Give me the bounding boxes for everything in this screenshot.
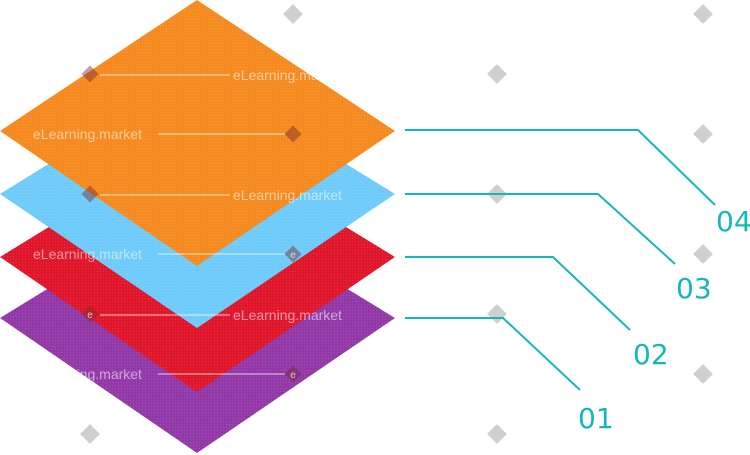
watermark-strips: eLearning.market eLearning.market eLearn… [33, 65, 342, 383]
watermark-strip: eLearning.market [81, 65, 342, 83]
watermark-badge-letter: e [290, 370, 296, 381]
layer-label-01: 01 [578, 402, 614, 435]
watermark-strip: eLearning.market [81, 185, 342, 203]
watermark-badge-icon [284, 365, 302, 383]
watermark-diamond-icon [487, 424, 507, 444]
watermark-text: eLearning.market [233, 187, 342, 203]
layer-label-03: 03 [676, 272, 712, 305]
layer-04 [0, 0, 395, 266]
watermark-badge-letter: e [87, 310, 93, 321]
watermark-diamond-icon [283, 4, 303, 24]
watermark-text: eLearning.market [33, 126, 142, 142]
watermark-diamond-icon [693, 124, 713, 144]
connector-line-01 [405, 317, 581, 391]
watermark-text: eLearning.market [33, 246, 142, 262]
watermark-badge-letter: e [290, 250, 296, 261]
watermark-text: eLearning.market [33, 366, 142, 382]
watermark-badge-icon [284, 245, 302, 263]
watermark-badge-icon [81, 185, 99, 203]
watermark-strip: eLearning.market e [33, 365, 302, 383]
watermark-diamond-icon [487, 64, 507, 84]
watermark-strip: e eLearning.market [81, 305, 342, 323]
watermark-badge-icon [81, 305, 99, 323]
watermark-badge-icon [81, 65, 99, 83]
watermark-diamond-icon [487, 304, 507, 324]
watermark-diamond-icon [693, 364, 713, 384]
watermark-strip: eLearning.market e [33, 245, 302, 263]
connector-line-04 [405, 129, 716, 206]
layer-04-texture [0, 0, 395, 266]
layer-label-04: 04 [716, 205, 750, 238]
watermark-text: eLearning.market [233, 307, 342, 323]
watermark-text: eLearning.market [233, 67, 342, 83]
watermark-diamond-icon [80, 424, 100, 444]
layer-connectors: 01 02 03 04 [405, 129, 750, 435]
watermark-diamond-icon [693, 4, 713, 24]
connector-line-02 [405, 256, 631, 331]
watermark-diamond-icon [693, 244, 713, 264]
layers [0, 0, 395, 453]
layer-label-02: 02 [633, 338, 669, 371]
connector-line-03 [405, 193, 676, 265]
